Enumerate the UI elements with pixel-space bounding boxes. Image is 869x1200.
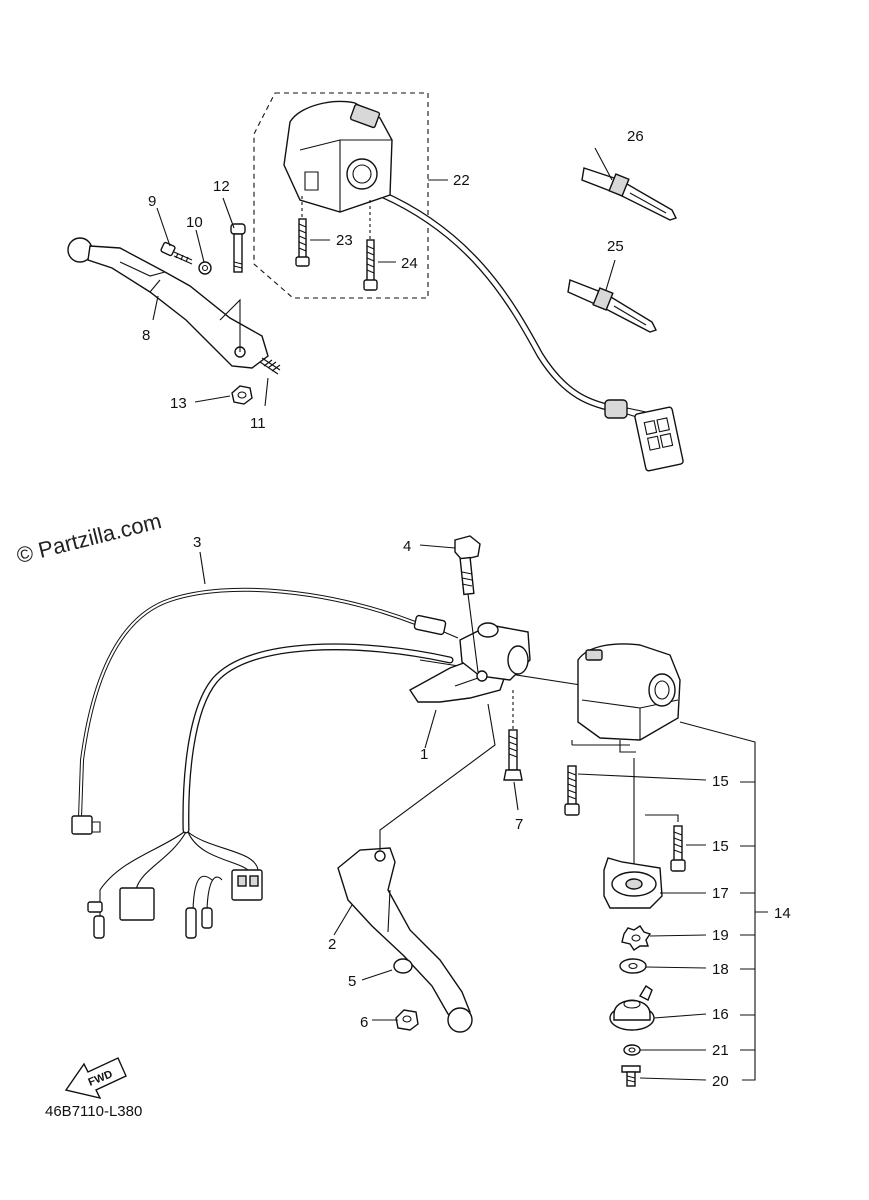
bolt-9: [160, 241, 193, 265]
assembly-bracket-14: [679, 721, 768, 1081]
callout-18: 18: [712, 961, 729, 978]
o-ring-5: [393, 958, 413, 974]
callout-25: 25: [607, 238, 624, 255]
cable-tie-26: [581, 167, 677, 221]
lock-washer-19: [621, 925, 652, 951]
choke-knob-16: [609, 985, 655, 1031]
callout-21: 21: [712, 1042, 729, 1059]
screw-20: [621, 1065, 641, 1087]
handlebar-switch-22: [283, 100, 393, 213]
callout-16: 16: [712, 1006, 729, 1023]
callout-6: 6: [360, 1014, 368, 1031]
nut-13: [231, 385, 253, 405]
screw-15-right: [670, 825, 686, 872]
screw-7: [503, 690, 523, 781]
callout-19: 19: [712, 927, 729, 944]
callout-22: 22: [453, 172, 470, 189]
callout-3: 3: [193, 534, 201, 551]
callout-15-upper: 15: [712, 773, 729, 790]
switch-base-17: [603, 857, 663, 909]
screw-15-left: [564, 765, 580, 816]
diagram-code: 46B7110-L380: [45, 1103, 143, 1120]
callout-1: 1: [420, 746, 428, 763]
nut-6: [395, 1009, 419, 1031]
callout-20: 20: [712, 1073, 729, 1090]
callout-11: 11: [250, 415, 266, 432]
fwd-arrow-icon: FWD: [64, 1057, 127, 1100]
cable-tie-25: [567, 279, 657, 333]
washer-18: [619, 958, 647, 974]
callout-12: 12: [213, 178, 230, 195]
callout-2: 2: [328, 936, 336, 953]
switch-harness: [87, 643, 454, 939]
spring-11: [259, 357, 281, 375]
callout-5: 5: [348, 973, 356, 990]
callout-8: 8: [142, 327, 150, 344]
callout-7: 7: [515, 816, 523, 833]
assembly-boundary-22: [253, 92, 429, 299]
screw-24: [363, 200, 378, 291]
handlebar-switch-14: [577, 643, 681, 753]
callout-13: 13: [170, 395, 187, 412]
lever-holder-1: [408, 622, 531, 703]
leader-lines: [152, 147, 707, 1081]
brake-lever-8: [67, 237, 269, 369]
assembly-guides-14: [571, 740, 679, 888]
callout-23: 23: [336, 232, 353, 249]
clutch-lever-2: [337, 703, 496, 1033]
callout-24: 24: [401, 255, 418, 272]
pivot-bolt-12: [230, 223, 246, 273]
callout-26: 26: [627, 128, 644, 145]
switch-wire-22: [368, 186, 647, 421]
screw-23: [295, 196, 310, 267]
callout-9: 9: [148, 193, 156, 210]
clutch-cable-3: [71, 587, 459, 835]
callout-10: 10: [186, 214, 203, 231]
washer-21: [623, 1044, 641, 1056]
pivot-bolt-4: [454, 535, 481, 673]
callout-15-lower: 15: [712, 838, 729, 855]
wire-coupler-22: [634, 406, 684, 472]
callout-4: 4: [403, 538, 411, 555]
collar-10: [198, 261, 212, 275]
callout-17: 17: [712, 885, 729, 902]
callout-14: 14: [774, 905, 791, 922]
